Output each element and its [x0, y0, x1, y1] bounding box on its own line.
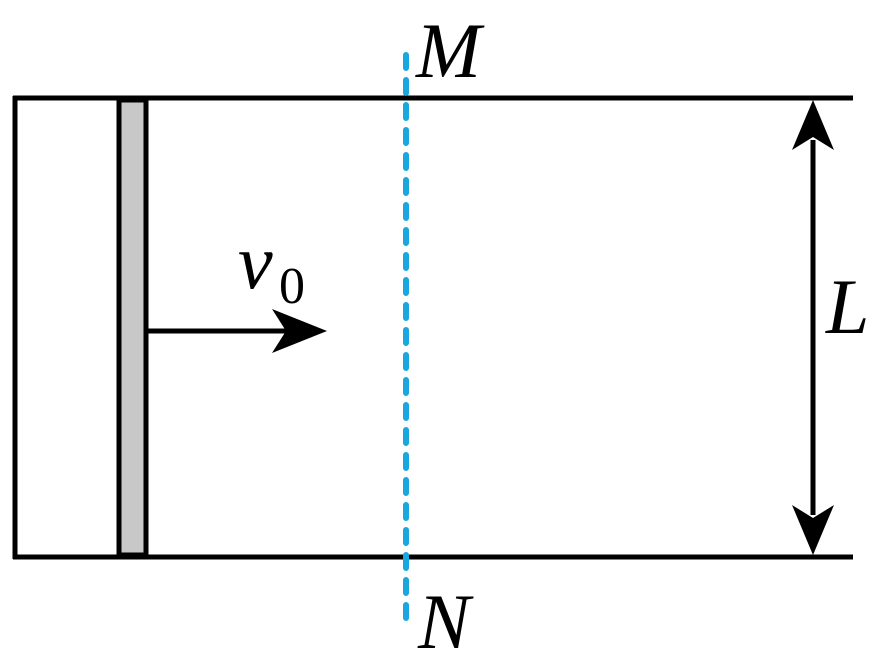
width-arrow-up-head	[792, 100, 834, 150]
label-velocity-subscript: 0	[279, 258, 305, 315]
velocity-symbol: v	[238, 218, 273, 305]
label-n: N	[417, 578, 474, 658]
label-l: L	[825, 263, 869, 350]
conducting-rod	[116, 97, 149, 558]
velocity-arrow-head	[272, 309, 327, 353]
width-arrow-down-head	[792, 505, 834, 555]
label-m: M	[415, 7, 485, 94]
label-velocity: v	[238, 218, 273, 305]
